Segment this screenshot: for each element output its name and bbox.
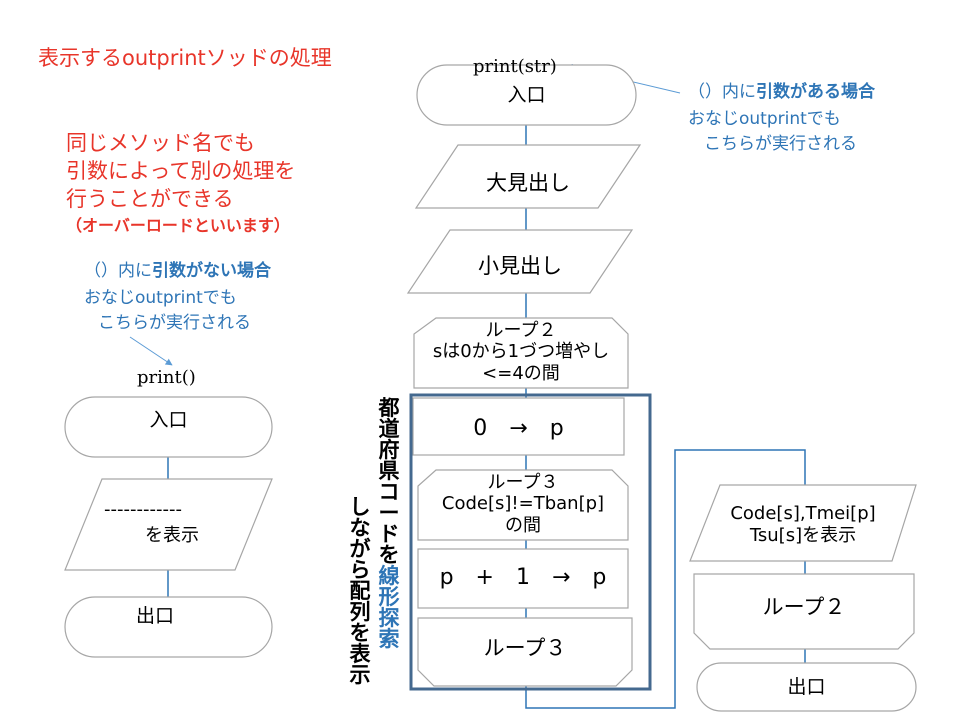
note-no-args-line-2: おなじoutprintでも [84, 288, 237, 308]
loop3-end-hexagon [417, 617, 633, 687]
connector-to-right-column [525, 449, 806, 709]
loop2-end-hexagon [693, 573, 915, 650]
left-entry-label: 入口 [149, 409, 188, 432]
left-signature: print() [137, 367, 196, 388]
note-with-args-line-2: おなじoutprintでも [688, 109, 841, 129]
loop2-start-label: ループ２ sは0から1づつ増やし <=4の間 [432, 319, 610, 384]
loop3-end-label: ループ３ [483, 636, 567, 661]
output-label: Code[s],Tmei[p] Tsu[s]を表示 [730, 503, 876, 546]
explain-line-1: 同じメソッド名でも [66, 131, 255, 155]
left-output-label: を表示 [145, 525, 199, 546]
note-no-args-pre: （）内に [84, 261, 152, 281]
explain-line-2: 引数によって別の処理を [66, 159, 296, 183]
note-no-args-line-1: （）内に引数がない場合 [84, 261, 271, 281]
loop3-start-hexagon [417, 469, 629, 541]
increment-p-process [417, 548, 629, 609]
note-with-args-emphasis: 引数がある場合 [756, 82, 875, 102]
left-exit-terminal [64, 596, 273, 658]
assign-p-process [412, 397, 625, 456]
note-with-args-line-1: （）内に引数がある場合 [688, 82, 875, 102]
note-with-args-line-3: こちらが実行される [704, 134, 857, 154]
main-exit-terminal [696, 662, 917, 712]
main-exit-label: 出口 [787, 675, 826, 698]
note-no-args-line-3: こちらが実行される [98, 313, 251, 333]
left-output-dashes: ------------ [104, 499, 182, 520]
overload-note: （オーバーロードといいます） [66, 216, 290, 235]
left-entry-terminal [64, 396, 273, 458]
output-parallelogram [689, 484, 917, 562]
side-caption-col-2: しながら配列を表示 [349, 495, 371, 687]
note-no-args-emphasis: 引数がない場合 [152, 261, 271, 281]
explain-line-3: 行うことができる [66, 187, 234, 211]
side-caption-linear-search: 線形探索 [378, 564, 400, 651]
loop2-start-hexagon [413, 317, 629, 389]
note-with-args-pre: （）内に [688, 82, 756, 102]
loop2-end-label: ループ２ [762, 595, 846, 620]
page-title: 表示するoutprintソッドの処理 [38, 46, 332, 70]
side-caption-col-1: 都道府県コードを線形探索 [378, 398, 400, 650]
left-output-parallelogram [64, 478, 273, 571]
heading-small-label: 小見出し [478, 253, 562, 278]
main-entry-label: 入口 [507, 83, 546, 106]
heading-small-parallelogram [406, 229, 634, 294]
linear-search-frame [409, 393, 652, 691]
assign-p-label: 0 → p [473, 415, 564, 441]
main-connectors [525, 125, 806, 709]
main-entry-terminal [416, 64, 637, 126]
main-signature: print(str) [473, 56, 557, 77]
side-caption-col-1-text: 都道府県コードを [378, 396, 400, 567]
increment-p-label: p + 1 → p [439, 565, 607, 591]
loop3-start-label: ループ３ Code[s]!=Tban[p] の間 [441, 471, 605, 536]
annotation-arrow-no-args [129, 336, 173, 366]
left-exit-label: 出口 [135, 604, 174, 627]
heading-large-parallelogram [414, 144, 642, 209]
heading-large-label: 大見出し [486, 170, 570, 195]
